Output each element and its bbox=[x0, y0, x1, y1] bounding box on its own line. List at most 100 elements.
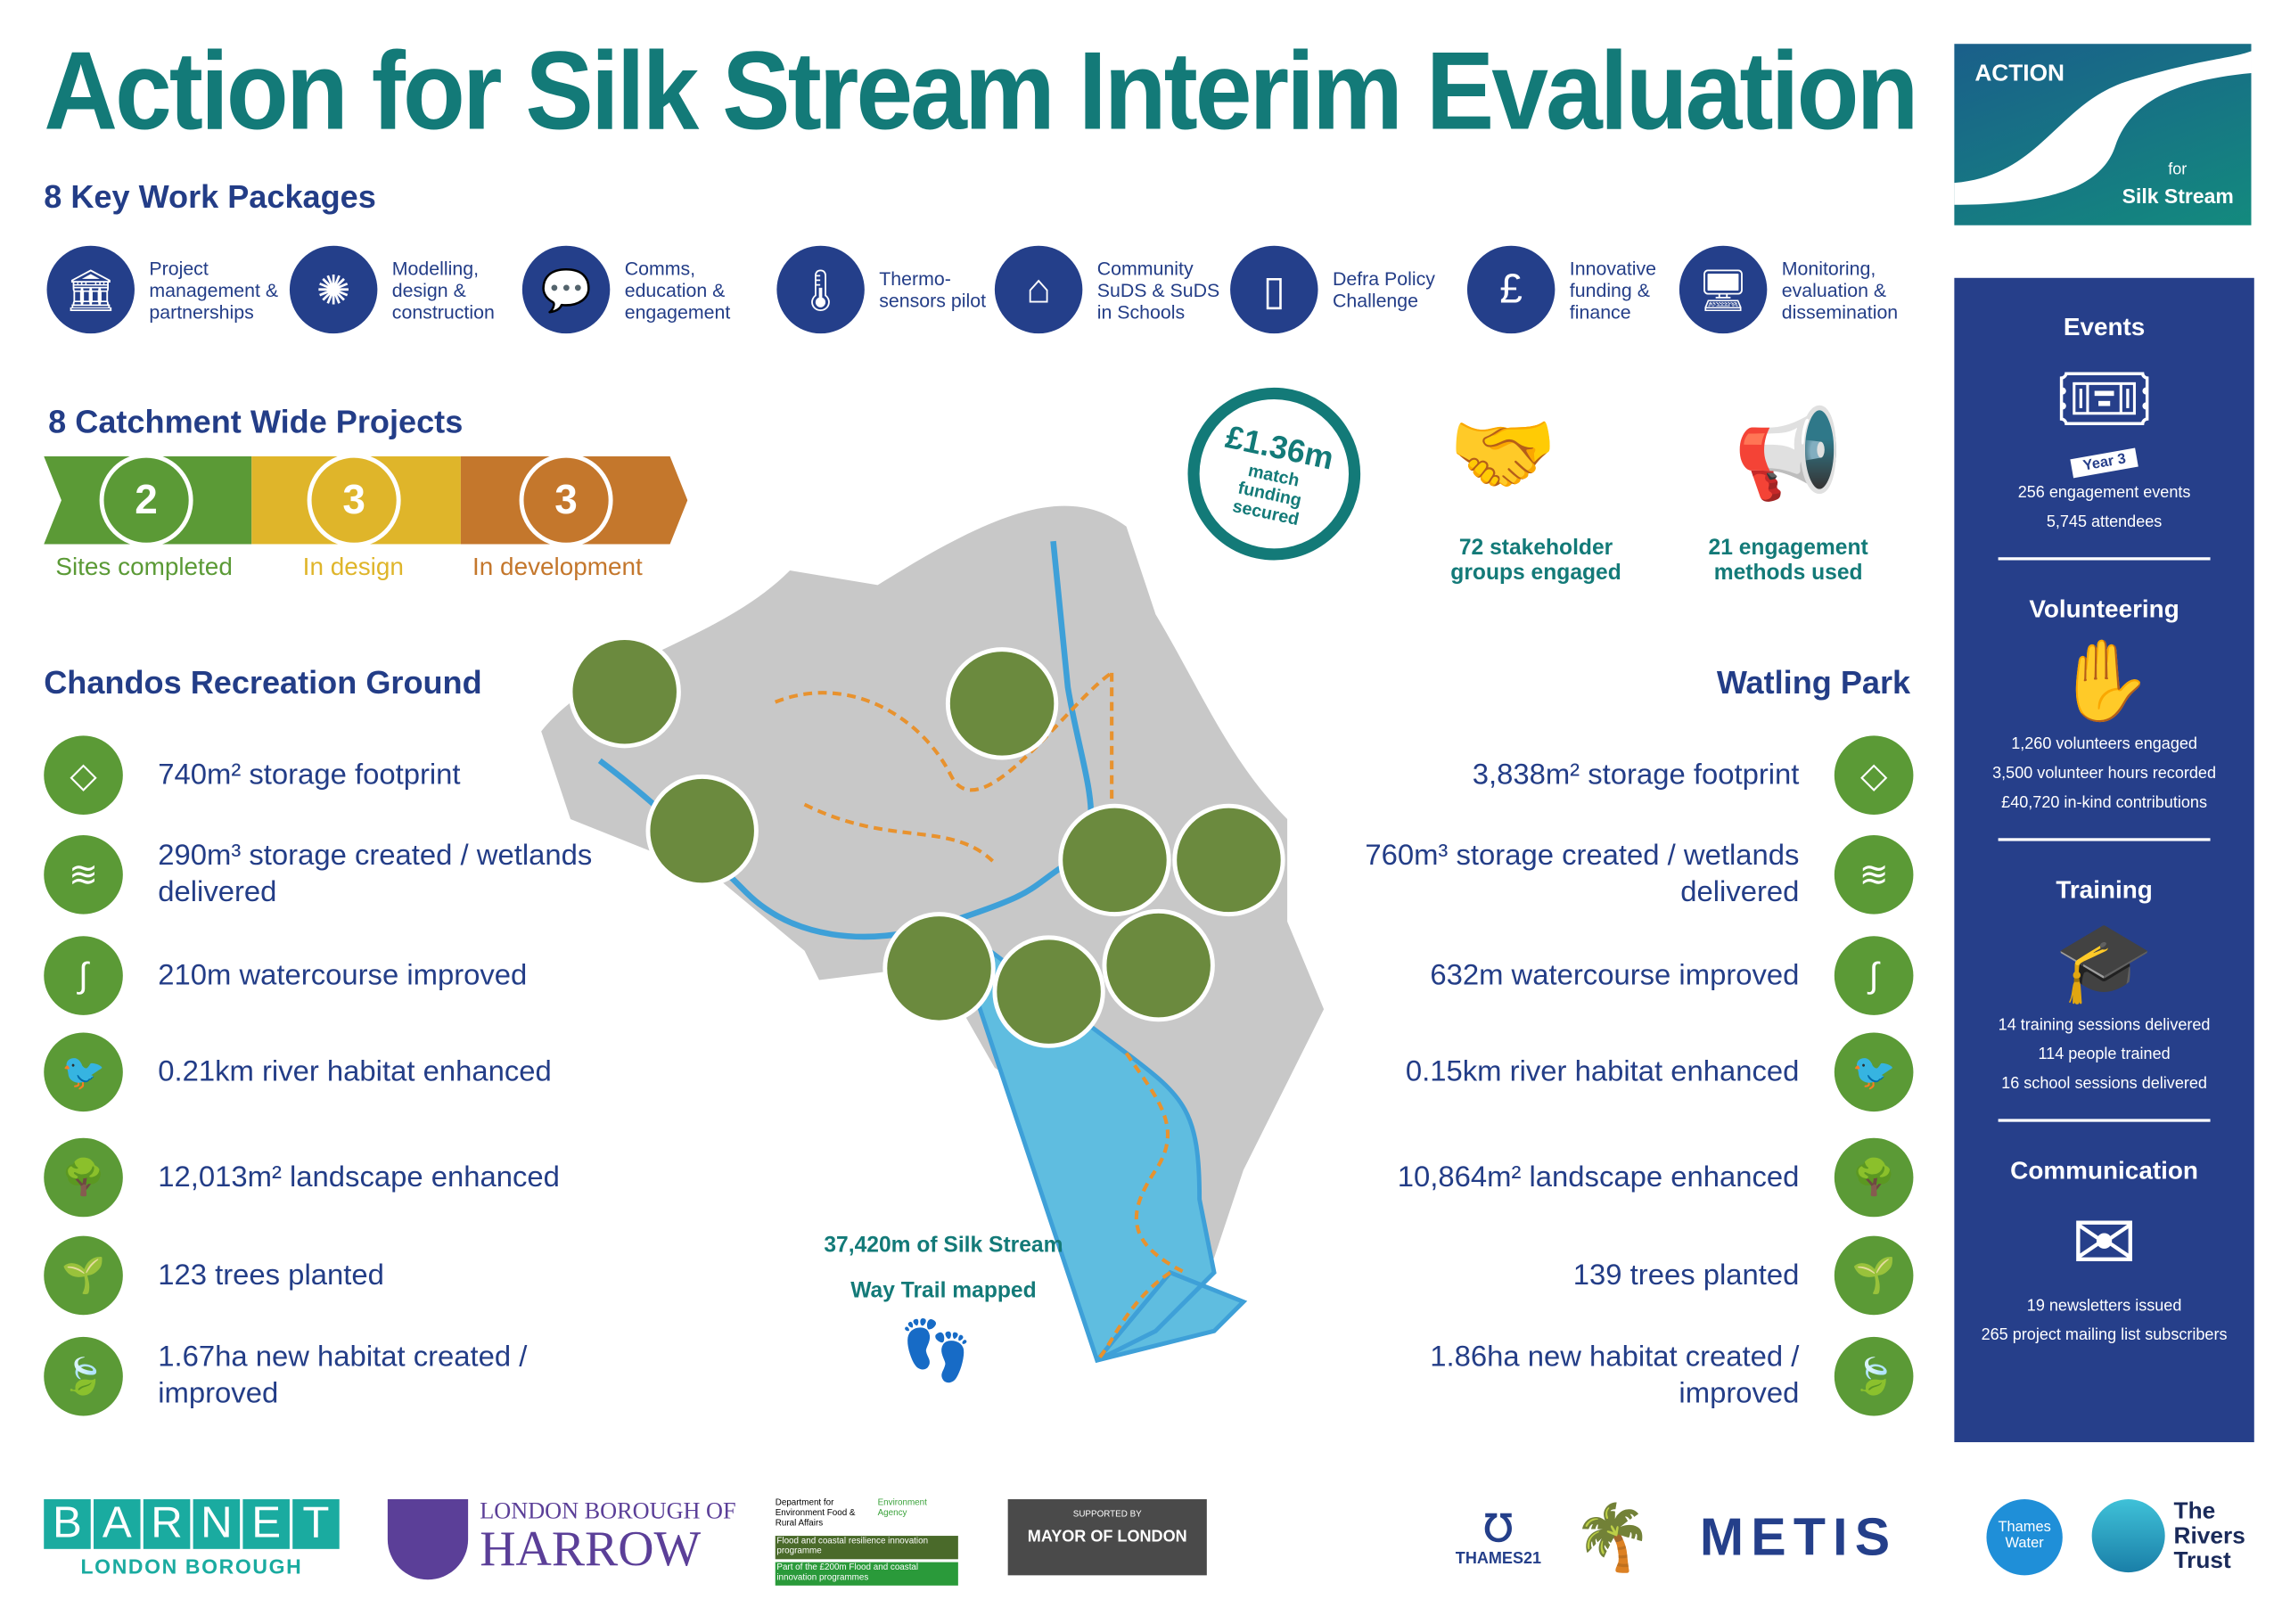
chandos-stat: ◇740m² storage footprint bbox=[44, 735, 641, 816]
panel-stat: 19 newsletters issued bbox=[2026, 1297, 2182, 1316]
panel-stat: 3,500 volunteer hours recorded bbox=[1992, 765, 2217, 783]
rivers-trust-logo: The Rivers Trust bbox=[2091, 1499, 2254, 1574]
stage-label: In design bbox=[302, 553, 404, 581]
storage-icon: ◇ bbox=[1834, 735, 1914, 816]
work-packages-heading: 8 Key Work Packages bbox=[44, 178, 376, 216]
engagement-methods-stat: 21 engagement methods used bbox=[1708, 535, 1868, 586]
panel-section-title: Events bbox=[2063, 313, 2146, 341]
network-icon: ✺ bbox=[289, 245, 378, 334]
hand-icon: ✋ bbox=[2055, 637, 2154, 726]
chandos-stat: ≋290m³ storage created / wetlands delive… bbox=[44, 835, 641, 915]
megaphone-icon: 📢 bbox=[1733, 405, 1843, 504]
envelope-icon: ✉ bbox=[2071, 1199, 2138, 1288]
stat-text: 3,838m² storage footprint bbox=[1472, 758, 1800, 791]
harrow-top: LONDON BOROUGH OF bbox=[480, 1499, 736, 1524]
defra-text: Department for Environment Food & Rural … bbox=[775, 1499, 856, 1529]
work-package-1: 🏛Project management & partnerships bbox=[46, 245, 284, 334]
stat-text: 1.67ha new habitat created / improved bbox=[158, 1341, 528, 1410]
stakeholder-stat: 72 stakeholder groups engaged bbox=[1450, 535, 1621, 586]
brand-logo: ACTION for Silk Stream bbox=[1954, 44, 2252, 226]
panel-section-events: Events 🎟Year 3 256 engagement events 5,745 … bbox=[1954, 313, 2253, 561]
barnet-letter: N bbox=[193, 1499, 241, 1549]
stream-graphic bbox=[1954, 51, 2252, 205]
house-icon: ⌂ bbox=[994, 245, 1083, 334]
panel-stat: 256 engagement events bbox=[2017, 484, 2191, 502]
watling-stat: 139 trees planted 🌱 bbox=[1317, 1235, 1914, 1316]
barnet-letter: A bbox=[94, 1499, 141, 1549]
watling-stat: 10,864m² landscape enhanced🌳 bbox=[1317, 1137, 1914, 1218]
work-package-label: Innovative funding & finance bbox=[1569, 256, 1657, 323]
divider bbox=[1998, 1119, 2211, 1122]
outputs-panel: Events 🎟Year 3 256 engagement events 5,745 … bbox=[1954, 277, 2254, 1443]
defra-ea-logo: Department for Environment Food & Rural … bbox=[775, 1499, 958, 1586]
stat-text: 0.15km river habitat enhanced bbox=[1405, 1054, 1800, 1088]
work-package-3: 💬Comms, education & engagement bbox=[521, 245, 771, 334]
stat-text: 632m watercourse improved bbox=[1430, 958, 1800, 991]
stat-text: 1.86ha new habitat created / improved bbox=[1430, 1341, 1800, 1410]
watling-stat: 632m watercourse improved ∫ bbox=[1317, 936, 1914, 1015]
panel-stat: £40,720 in-kind contributions bbox=[2001, 794, 2207, 812]
in-design-count: 3 bbox=[307, 453, 401, 547]
work-package-label: Community SuDS & SuDS in Schools bbox=[1096, 256, 1220, 323]
watling-stat: 3,838m² storage footprint ◇ bbox=[1317, 735, 1914, 816]
stage-label: Sites completed bbox=[55, 553, 233, 581]
brand-line-1: ACTION bbox=[1974, 61, 2064, 86]
stat-text: 0.21km river habitat enhanced bbox=[158, 1054, 552, 1088]
stat-text: 12,013m² landscape enhanced bbox=[158, 1161, 560, 1193]
work-package-label: Comms, education & engagement bbox=[624, 256, 731, 323]
chandos-stat: 🌳 12,013m² landscape enhanced bbox=[44, 1137, 641, 1218]
work-package-label: Modelling, design & construction bbox=[391, 256, 495, 323]
watercourse-icon: ∫ bbox=[1834, 936, 1914, 1015]
ea-text: Environment Agency bbox=[877, 1499, 927, 1519]
work-package-label: Project management & partnerships bbox=[149, 256, 279, 323]
stat-text: 139 trees planted bbox=[1572, 1259, 1800, 1292]
panel-stat: 265 project mailing list subscribers bbox=[1981, 1326, 2228, 1345]
work-package-8: 🖥Monitoring, evaluation & dissemination bbox=[1679, 245, 1942, 334]
handshake-icon: 🤝 bbox=[1448, 405, 1558, 504]
ticket-text: Year 3 bbox=[2069, 447, 2139, 479]
leaf-icon: 🍃 bbox=[1834, 1336, 1914, 1416]
stat-text: 10,864m² landscape enhanced bbox=[1397, 1161, 1800, 1193]
trees-icon: 🌳 bbox=[44, 1137, 123, 1218]
thames-water-logo: Thames Water bbox=[1986, 1499, 2063, 1576]
storage-icon: ◇ bbox=[44, 735, 123, 816]
chandos-stat: 🐦 0.21km river habitat enhanced bbox=[44, 1032, 641, 1112]
barnet-letter: T bbox=[292, 1499, 340, 1549]
panel-stat: 114 people trained bbox=[2038, 1046, 2171, 1064]
partner-tree-logo: 🌴 bbox=[1572, 1502, 1653, 1574]
work-package-6: ▯Defra Policy Challenge bbox=[1230, 245, 1461, 334]
seedling-icon: 🌱 bbox=[1834, 1235, 1914, 1316]
catchment-map bbox=[541, 505, 1325, 1364]
panel-stat: 5,745 attendees bbox=[2046, 513, 2163, 531]
watling-stat: 760m³ storage created / wetlands deliver… bbox=[1317, 835, 1914, 915]
in-development-count: 3 bbox=[519, 453, 613, 547]
barnet-letter: R bbox=[143, 1499, 191, 1549]
footprints-icon: 👣 bbox=[899, 1319, 973, 1384]
chandos-stat: 🍃 1.67ha new habitat created / improved bbox=[44, 1336, 641, 1416]
leaf-icon: 🍃 bbox=[44, 1336, 123, 1416]
pound-icon: £ bbox=[1466, 245, 1556, 334]
barnet-letter: E bbox=[242, 1499, 290, 1549]
thames21-mark: ᘮ bbox=[1483, 1506, 1514, 1551]
ticket-icon: 🎟 bbox=[2054, 355, 2155, 444]
panel-section-title: Training bbox=[2056, 875, 2153, 905]
chandos-heading: Chandos Recreation Ground bbox=[44, 664, 482, 701]
project-stage-banner: 2 3 3 bbox=[44, 453, 688, 547]
sites-completed-count: 2 bbox=[99, 453, 193, 547]
bird-icon: 🐦 bbox=[44, 1032, 123, 1112]
panel-stat: 14 training sessions delivered bbox=[1998, 1016, 2211, 1035]
thermometer-icon: 🌡 bbox=[776, 245, 865, 334]
trail-line-2: Way Trail mapped bbox=[850, 1278, 1037, 1304]
work-package-4: 🌡Thermo-sensors pilot bbox=[776, 245, 989, 334]
monitor-icon: 🖥 bbox=[1679, 245, 1768, 334]
fcri-text-1: Flood and coastal resilience innovation … bbox=[775, 1536, 958, 1560]
chandos-stat: 🌱123 trees planted bbox=[44, 1235, 641, 1316]
